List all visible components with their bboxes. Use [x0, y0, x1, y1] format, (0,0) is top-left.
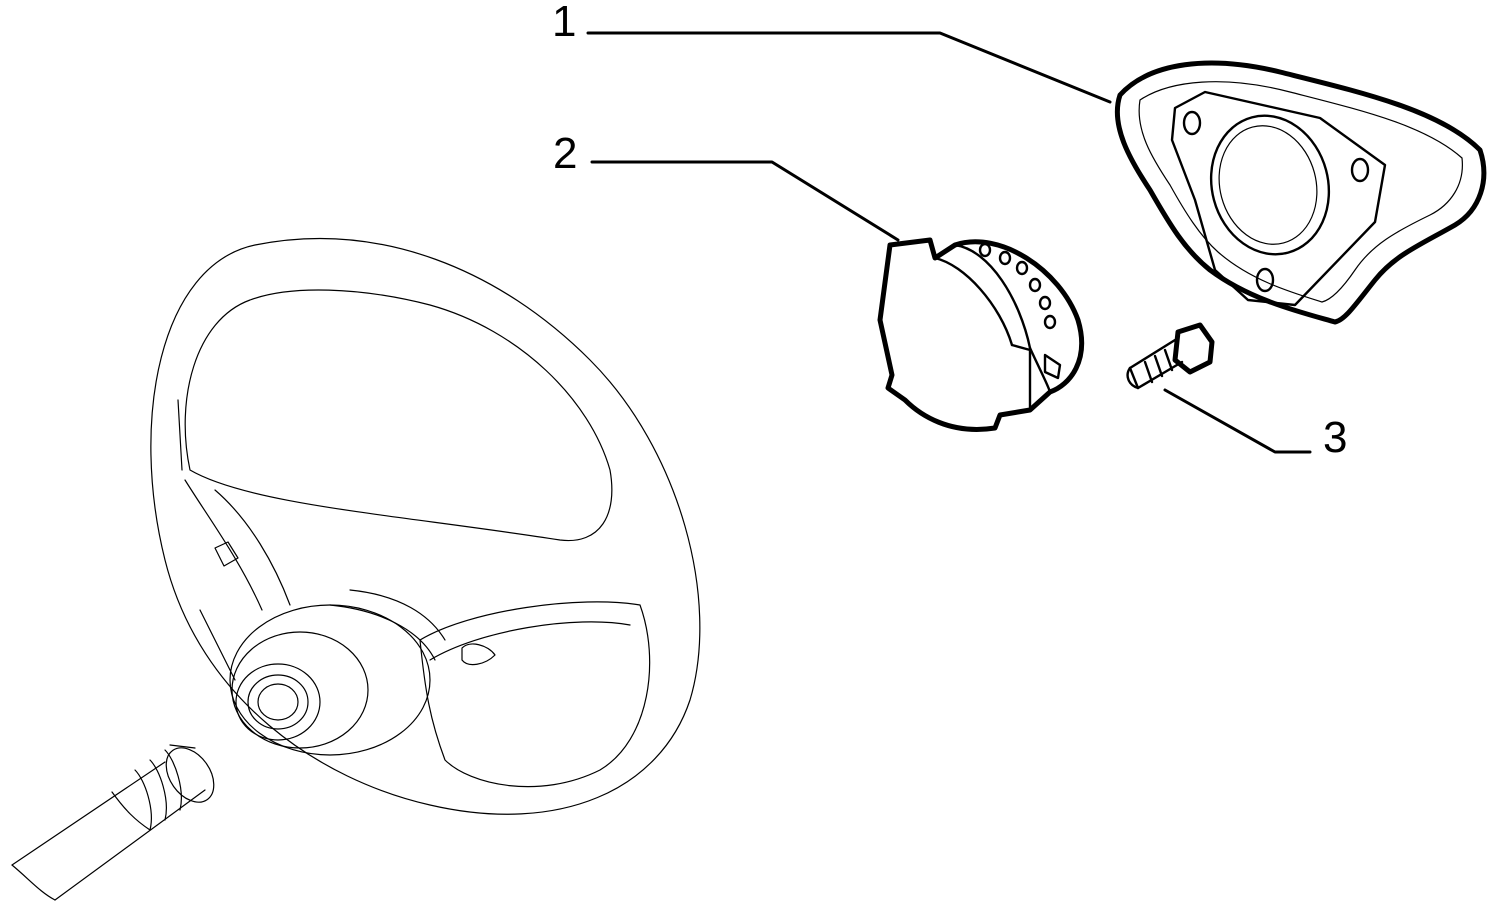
steering-wheel: [11, 238, 701, 901]
callout-number-2: 2: [553, 129, 577, 178]
airbag-cover: [1114, 60, 1487, 325]
callout-number-3: 3: [1323, 413, 1347, 462]
callout-number-1: 1: [552, 0, 576, 46]
leader-line-1: [586, 31, 1112, 104]
leader-line-2: [590, 160, 900, 242]
horn-contact-plate: [877, 237, 1085, 432]
mounting-screw: [1126, 322, 1215, 390]
callout-leaders: [586, 31, 1312, 454]
leader-line-3: [1163, 388, 1312, 454]
